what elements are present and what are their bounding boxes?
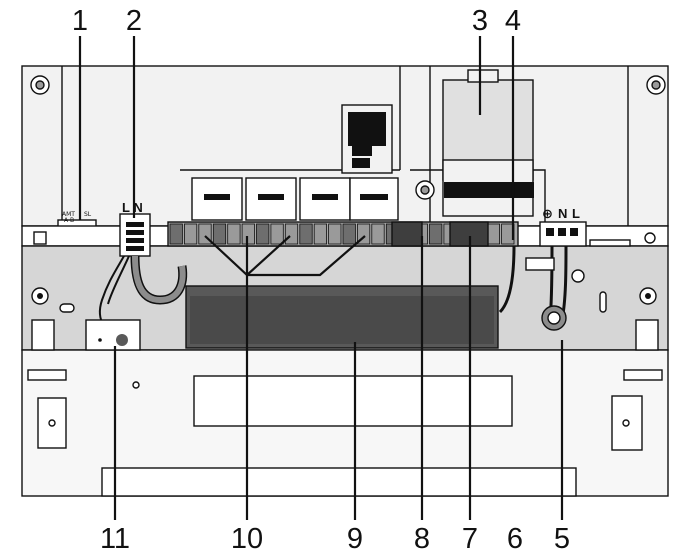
sl-label: SL [84, 211, 92, 218]
terminal-strip [167, 221, 519, 247]
callout-5: 5 [554, 523, 570, 555]
top-black-connector [341, 104, 393, 174]
terminal-slot [241, 223, 255, 245]
l-terminal-label: L [572, 206, 580, 221]
terminal-slot [256, 223, 270, 245]
terminal-slot [270, 223, 284, 245]
ground-symbol: ⊕ [542, 206, 553, 221]
cables [98, 245, 585, 331]
terminal-slot [183, 223, 198, 245]
plug-in-cards [191, 177, 399, 221]
callout-1: 1 [72, 5, 88, 37]
terminal-slot [486, 223, 501, 245]
terminal-slot [299, 223, 313, 245]
display-module [410, 69, 546, 226]
callout-10: 10 [231, 523, 263, 555]
terminal-slot [429, 223, 443, 245]
upper-housing: AMT A B SL [21, 65, 669, 243]
callout-11: 11 [100, 523, 130, 555]
terminal-slot [212, 223, 227, 245]
ln-terminal-label: L N [122, 200, 143, 215]
dark-cover-module [185, 285, 499, 349]
terminal-slot [371, 223, 385, 245]
amt-sub-label: A B [64, 217, 74, 224]
terminal-slot [227, 223, 241, 245]
ground-bracket [85, 319, 141, 351]
callout-9: 9 [347, 523, 363, 555]
callout-3: 3 [472, 5, 488, 37]
terminal-slot [284, 223, 299, 245]
terminal-slot [328, 223, 342, 245]
callout-7: 7 [462, 523, 478, 555]
callout-4: 4 [505, 5, 521, 37]
callout-numbers: 1 2 3 4 5 6 7 8 9 10 11 [72, 5, 570, 555]
amt-label: AMT [62, 211, 75, 218]
leader-lines [78, 36, 564, 520]
plate-screw-mid-right [644, 232, 656, 244]
strain-relief-screw [571, 269, 585, 283]
terminal-slot [169, 223, 183, 245]
callout-8: 8 [414, 523, 430, 555]
callout-2: 2 [126, 5, 142, 37]
terminal-slot [342, 223, 356, 245]
terminal-slot [313, 223, 328, 245]
mains-terminal-right: ⊕ N L [539, 206, 631, 247]
n-terminal-label: N [558, 206, 567, 221]
callout-6: 6 [507, 523, 523, 555]
